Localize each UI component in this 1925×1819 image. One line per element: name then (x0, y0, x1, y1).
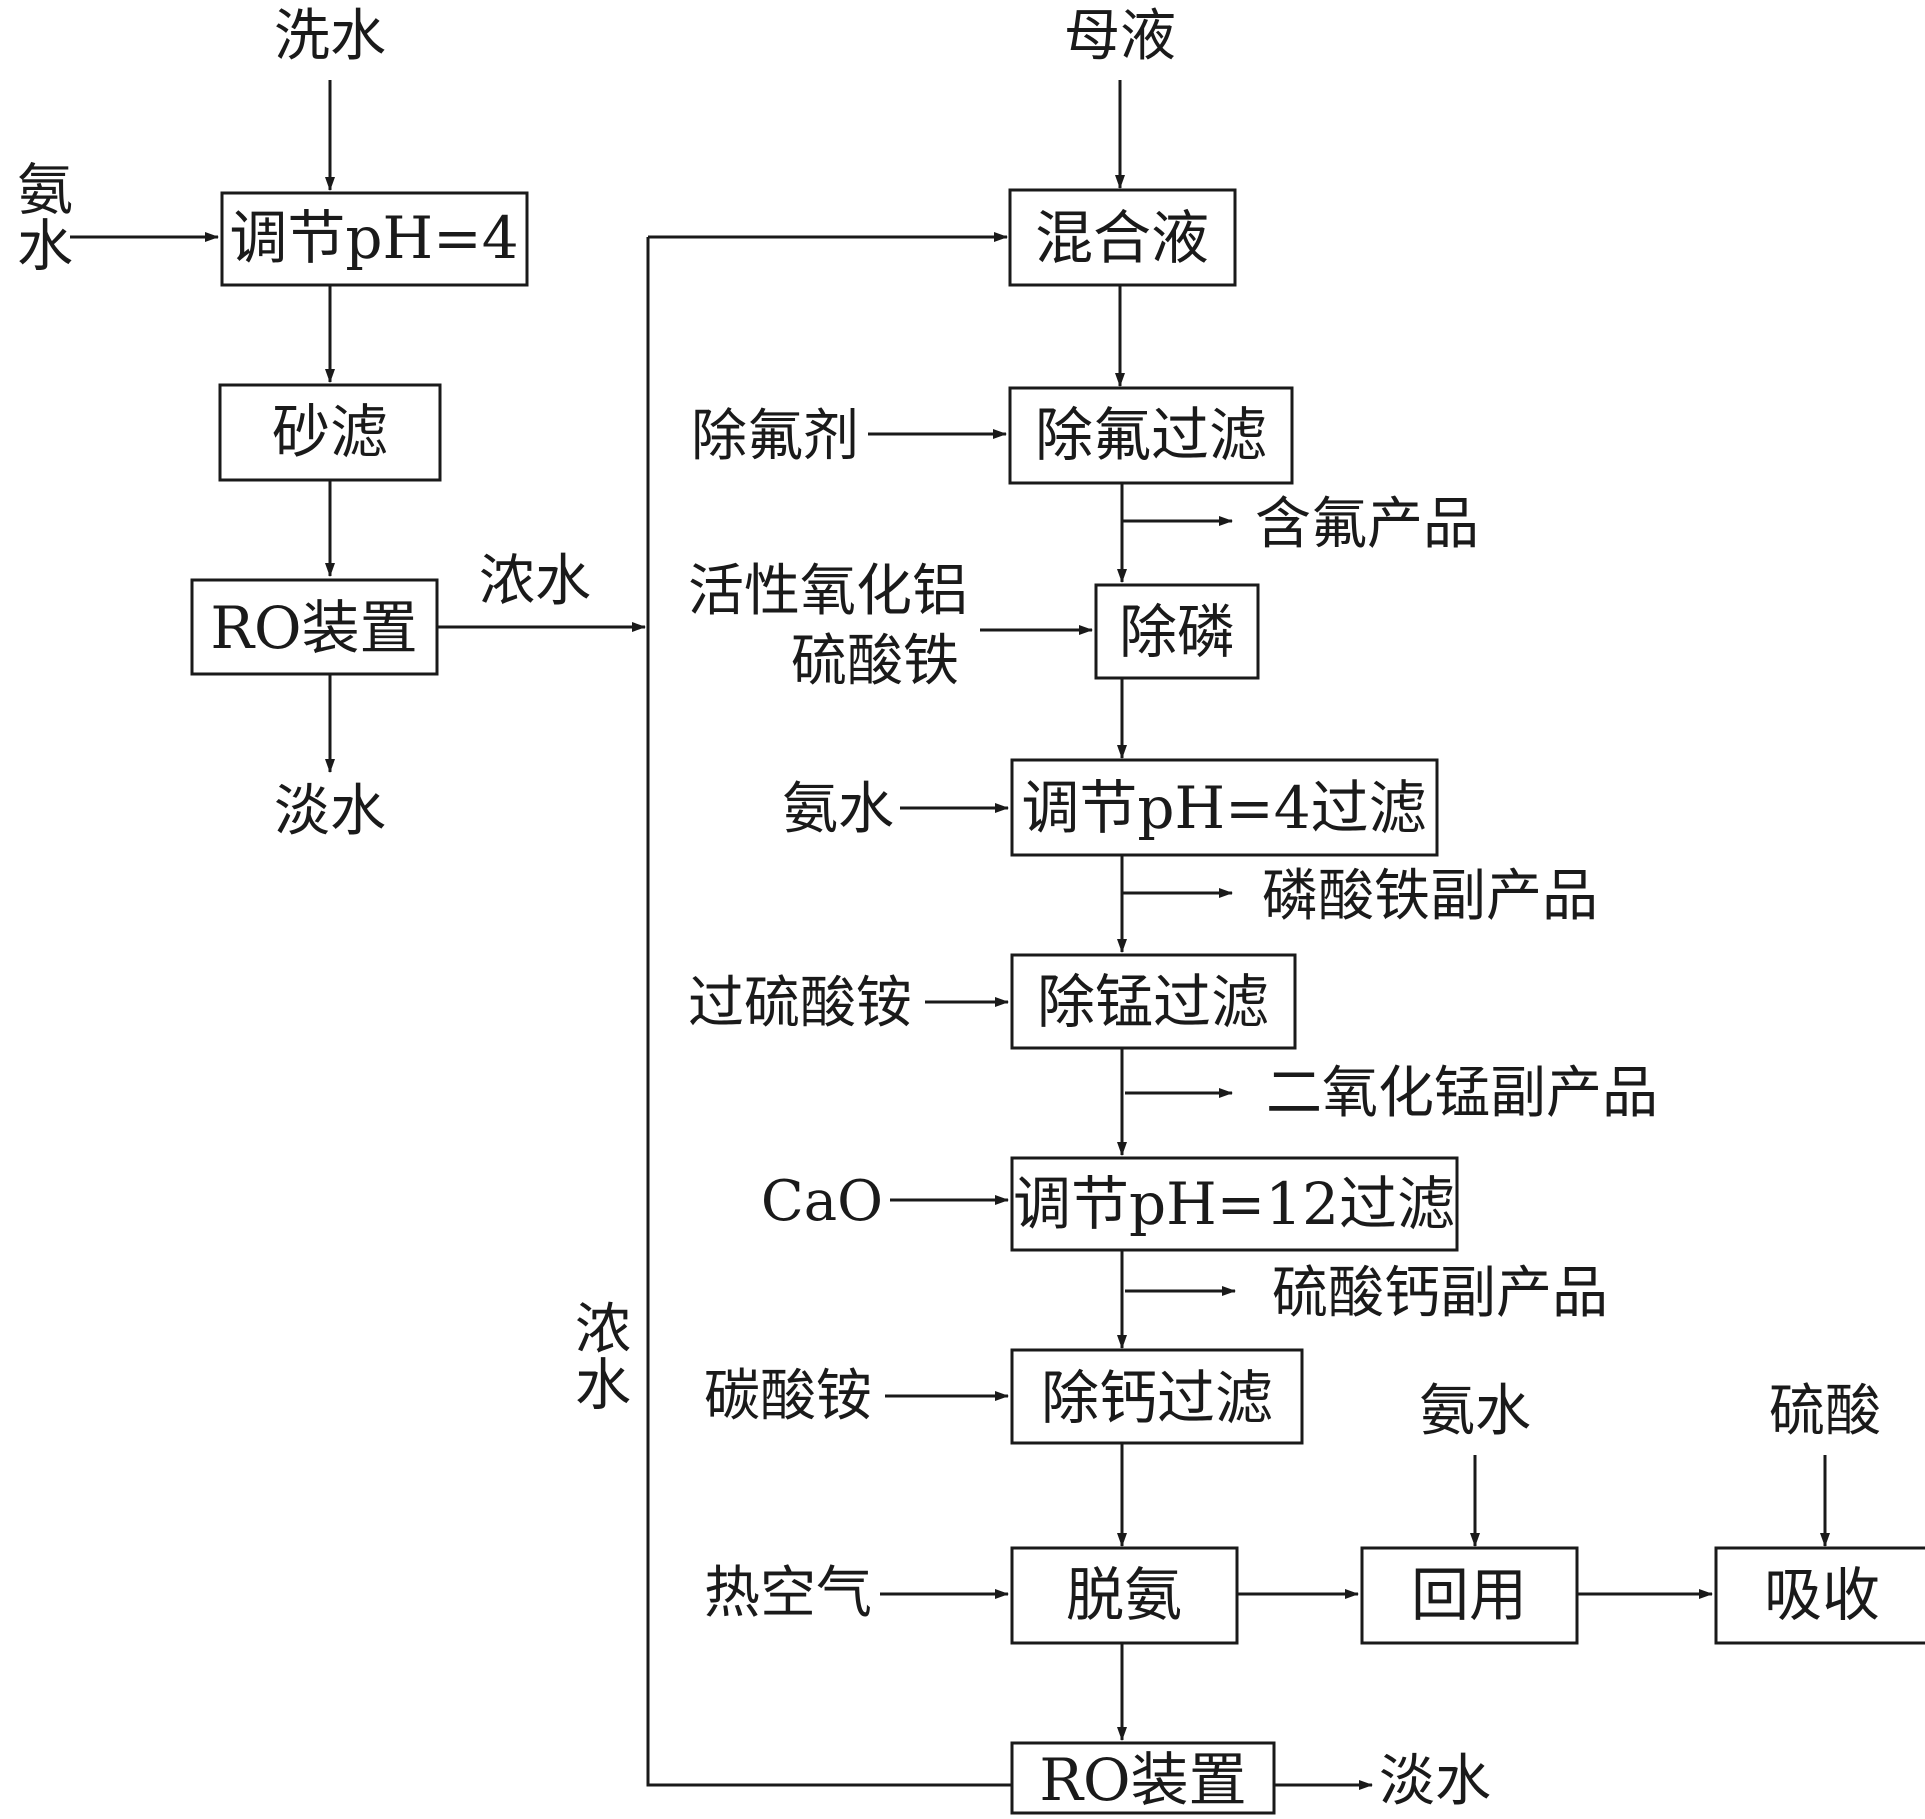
concentrate-label-top: 浓水 (479, 549, 591, 614)
adjust-ph-box-label: 调节pH=4 (229, 204, 518, 272)
ammonia-water-label-3: 氨水 (1419, 1379, 1531, 1444)
deammoniation-box-label: 脱氨 (1066, 1561, 1182, 1629)
concentrate-return-loop (646, 237, 1012, 1787)
ro-device-box-right-visible (1010, 1741, 1276, 1815)
absorption-box-label: 吸收 (1764, 1561, 1880, 1629)
adjust-ph12-filter-box (1010, 1156, 1459, 1252)
adjust-ph12-filter-box-label: 调节pH=12过滤 (1013, 1170, 1455, 1238)
wash-water-label: 洗水 (274, 4, 386, 69)
ammonium-carbonate-label: 碳酸铵 (704, 1364, 872, 1429)
ammonia-water-label-2: 氨水 (782, 777, 894, 842)
cao-label: CaO (761, 1169, 883, 1234)
calcium-sulfate-product-label: 硫酸钙副产品 (1272, 1261, 1608, 1326)
sulfuric-acid-label: 硫酸 (1769, 1379, 1881, 1444)
fresh-water-label-right: 淡水 (1379, 1749, 1491, 1814)
ammonia-water-vertical-label: 氨水 (8, 160, 73, 272)
defluorination-box (1008, 386, 1294, 485)
phosphorus-removal-box-label: 除磷 (1119, 598, 1235, 666)
ferric-sulfate-label: 硫酸铁 (791, 629, 959, 694)
sand-filter-box (218, 383, 442, 482)
ammonia-water-label: 氨水 (8, 160, 73, 272)
absorption-box (1714, 1546, 1925, 1645)
fluorine-product-label: 含氟产品 (1255, 492, 1479, 557)
mother-liquor-label: 母液 (1064, 4, 1176, 69)
adjust-ph-box (220, 191, 529, 287)
reuse-box-label: 回用 (1411, 1561, 1527, 1629)
defluorinating-agent-label: 除氟剂 (691, 404, 859, 469)
concentrate-return-label: 浓水 (566, 1299, 631, 1411)
hot-air-label: 热空气 (704, 1561, 872, 1626)
calcium-removal-box-label: 除钙过滤 (1041, 1364, 1273, 1432)
adjust-ph4-filter-box-label: 调节pH=4过滤 (1021, 774, 1426, 842)
iron-phosphate-product-label: 磷酸铁副产品 (1262, 864, 1598, 929)
ro-device-box-left-label: RO装置 (210, 594, 417, 662)
deammoniation-box (1010, 1546, 1239, 1645)
manganese-dioxide-product-label: 二氧化锰副产品 (1266, 1061, 1658, 1126)
ro-device-box-right-label: RO装置 (1039, 1746, 1246, 1814)
ro-device-box-left (190, 578, 439, 676)
fresh-water-label-left: 淡水 (274, 779, 386, 844)
mixed-liquor-box-label: 混合液 (1035, 204, 1209, 272)
reuse-box (1360, 1546, 1579, 1645)
activated-alumina-label: 活性氧化铝 (688, 559, 968, 624)
manganese-removal-box (1010, 953, 1297, 1050)
ammonium-persulfate-label: 过硫酸铵 (688, 971, 912, 1036)
manganese-removal-box-label: 除锰过滤 (1037, 968, 1269, 1036)
defluorination-box-label: 除氟过滤 (1035, 401, 1267, 469)
adjust-ph4-filter-box (1010, 758, 1439, 857)
calcium-removal-box (1010, 1348, 1304, 1445)
phosphorus-removal-box (1094, 583, 1260, 680)
sand-filter-box-label: 砂滤 (272, 398, 388, 466)
mixed-liquor-box (1008, 188, 1237, 287)
